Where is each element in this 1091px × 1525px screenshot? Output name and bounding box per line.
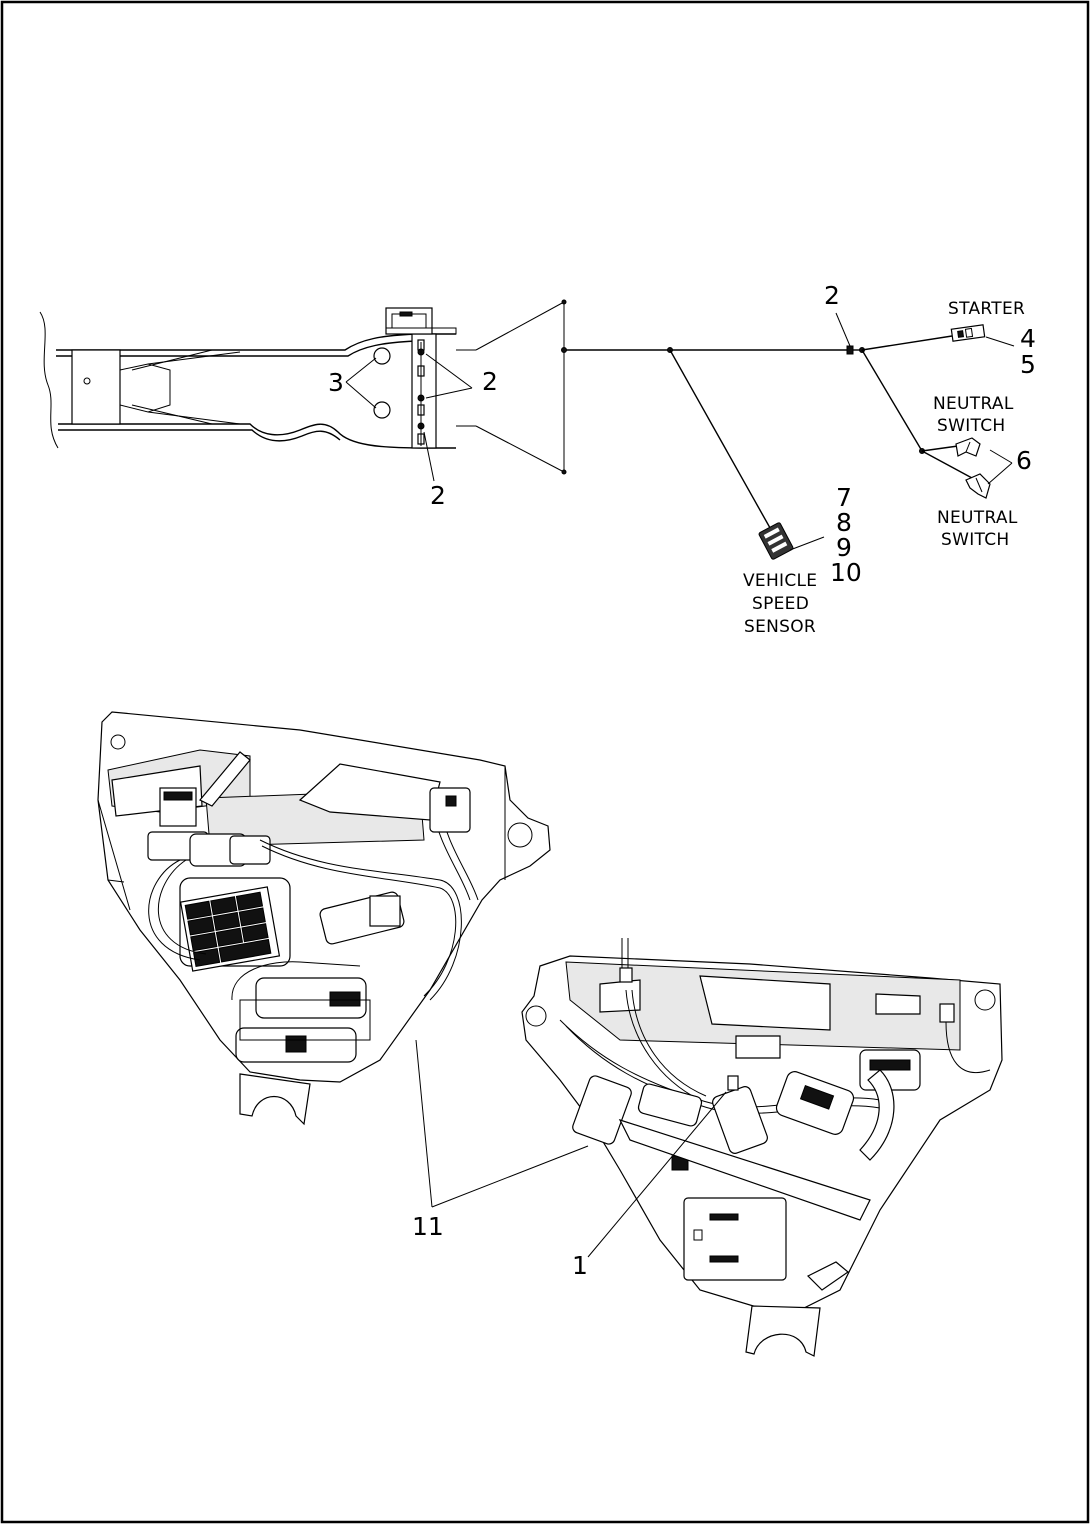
callout-3-holes: 3 xyxy=(328,368,344,397)
starter-connector-icon xyxy=(950,324,986,342)
callout-10: 10 xyxy=(830,558,862,587)
callout-6: 6 xyxy=(1016,446,1032,475)
wiring-harness-schematic xyxy=(561,335,973,536)
neutral-switch-connector-top-icon xyxy=(955,437,981,457)
electrical-caddy-left-illustration xyxy=(97,711,551,1126)
label-vehicle-speed-sensor-line3: SENSOR xyxy=(744,617,816,637)
fuse-block-grid xyxy=(184,891,272,968)
callout-1: 1 xyxy=(572,1251,588,1280)
callout-7: 7 xyxy=(836,483,852,512)
callout-2-clips-right: 2 xyxy=(482,367,498,396)
leader-lines-bottom xyxy=(415,1039,727,1258)
label-neutral-switch-bottom-line1: NEUTRAL xyxy=(937,508,1018,528)
callout-11: 11 xyxy=(412,1212,444,1241)
label-neutral-switch-top-line1: NEUTRAL xyxy=(933,394,1014,414)
label-starter: STARTER xyxy=(948,299,1025,319)
callout-4: 4 xyxy=(1020,324,1036,353)
callout-2-clip-bottom: 2 xyxy=(430,481,446,510)
electrical-caddy-right-illustration xyxy=(521,938,1003,1357)
detail-projection-lines xyxy=(456,299,567,475)
callout-8: 8 xyxy=(836,508,852,537)
callout-9: 9 xyxy=(836,533,852,562)
label-vehicle-speed-sensor-line1: VEHICLE xyxy=(743,571,817,591)
label-neutral-switch-bottom-line2: SWITCH xyxy=(941,530,1009,550)
vehicle-speed-sensor-connector-icon xyxy=(758,522,794,560)
label-vehicle-speed-sensor-line2: SPEED xyxy=(752,594,809,614)
label-neutral-switch-top-line2: SWITCH xyxy=(937,416,1005,436)
callout-5: 5 xyxy=(1020,350,1036,379)
callout-2-splice: 2 xyxy=(824,281,840,310)
neutral-switch-connector-bottom-icon xyxy=(965,473,991,499)
leader-lines-top xyxy=(345,312,1015,551)
frame-rail-drawing xyxy=(39,307,457,449)
